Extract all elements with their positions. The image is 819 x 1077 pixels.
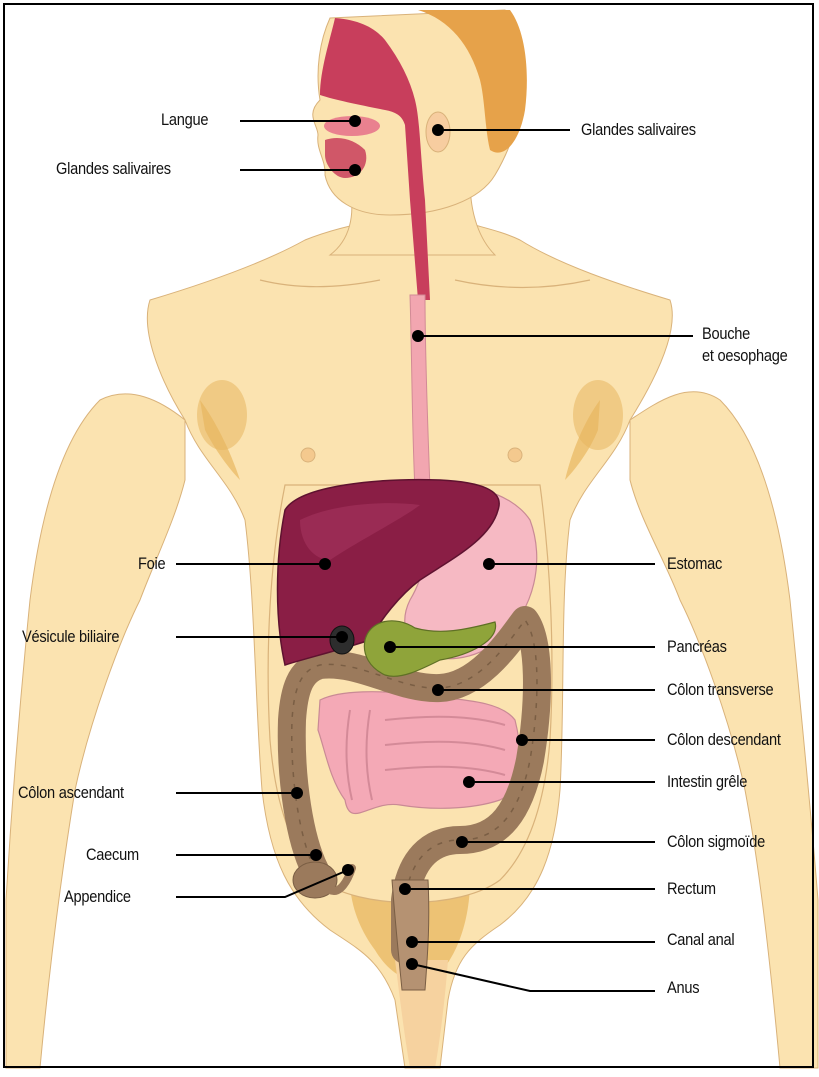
label-intestin-grele: Intestin grêle: [667, 772, 747, 792]
label-pancreas: Pancréas: [667, 637, 727, 657]
label-bouche-line1: Bouche: [702, 324, 750, 344]
label-colon-sigmoide: Côlon sigmoïde: [667, 832, 765, 852]
label-colon-transverse: Côlon transverse: [667, 680, 773, 700]
label-colon-descendant: Côlon descendant: [667, 730, 781, 750]
label-bouche-line2: et oesophage: [702, 346, 788, 366]
label-estomac: Estomac: [667, 554, 722, 574]
label-appendice: Appendice: [64, 887, 131, 907]
label-canal-anal: Canal anal: [667, 930, 734, 950]
label-glandes-salivaires-left: Glandes salivaires: [56, 159, 171, 179]
label-glandes-salivaires-right: Glandes salivaires: [581, 120, 696, 140]
label-colon-ascendant: Côlon ascendant: [18, 783, 124, 803]
label-caecum: Caecum: [86, 845, 139, 865]
label-langue: Langue: [161, 110, 208, 130]
label-foie: Foie: [138, 554, 165, 574]
label-rectum: Rectum: [667, 879, 716, 899]
label-anus: Anus: [667, 978, 699, 998]
label-vesicule-biliaire: Vésicule biliaire: [22, 627, 119, 647]
